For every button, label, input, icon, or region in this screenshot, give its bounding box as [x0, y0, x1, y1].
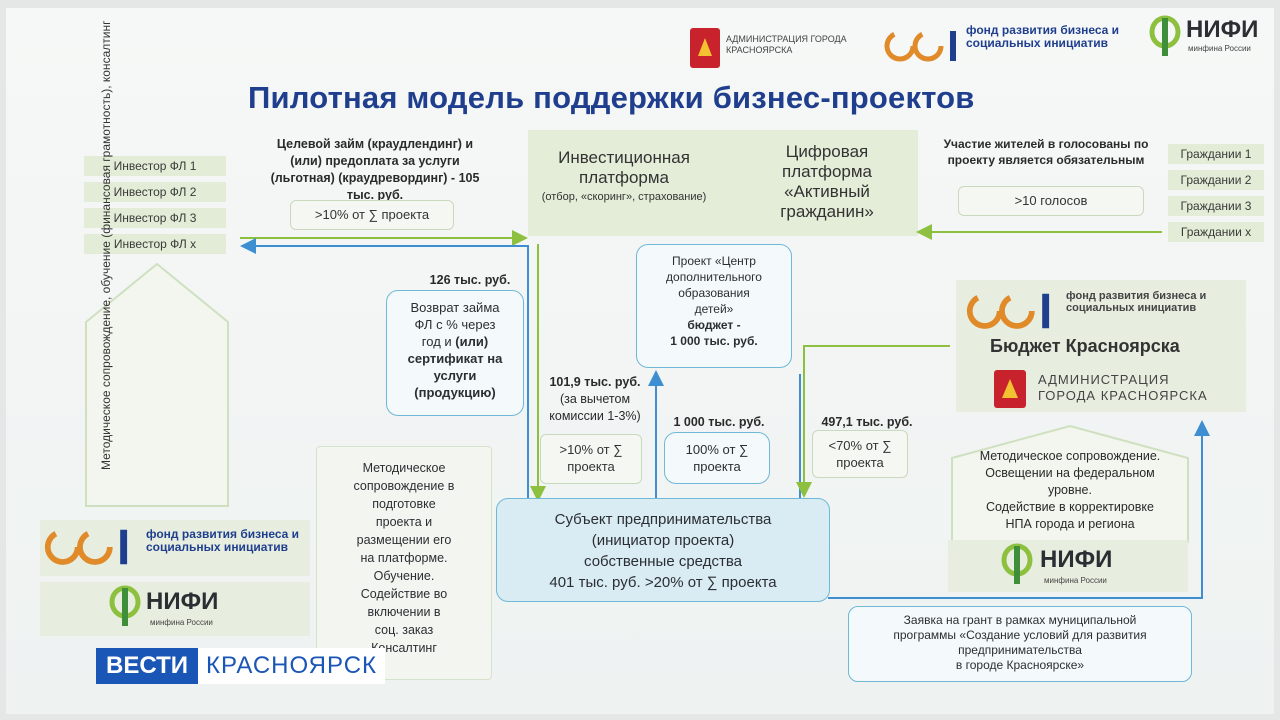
amount-497: 497,1 тыс. руб.: [821, 415, 913, 429]
return-amount: 126 тыс. руб.: [429, 273, 511, 287]
amount-1000: 1 000 тыс. руб.: [673, 415, 765, 429]
fund-logo-icon: [40, 524, 136, 575]
share-10-box: >10% от ∑ проекта: [540, 434, 642, 484]
entrepreneur-box: Субъект предпринимательства (инициатор п…: [496, 498, 830, 602]
budget-admin-text: АДМИНИСТРАЦИЯ ГОРОДА КРАСНОЯРСКА: [1038, 372, 1208, 403]
investment-platform: Инвестиционная платформа (отбор, «скорин…: [541, 148, 707, 203]
nifi-logo-sub: минфина России: [1188, 44, 1251, 53]
method-support-box: Методическое сопровождение в подготовке …: [316, 446, 492, 680]
nifi-logo-icon: [1000, 542, 1034, 591]
project-box: Проект «Центр дополнительного образовани…: [636, 244, 792, 368]
share-70-box: <70% от ∑ проекта: [812, 430, 908, 478]
grant-box: Заявка на грант в рамках муниципальной п…: [848, 606, 1192, 682]
nifi-logo-icon: [108, 584, 142, 633]
loan-share-box: >10% от ∑ проекта: [290, 200, 454, 230]
fund-logo-text: фонд развития бизнеса и социальных иници…: [146, 527, 300, 554]
platform-net-amount: 101,9 тыс. руб. (за вычетом комиссии 1-3…: [549, 375, 641, 423]
citizen-item: Граждании 2: [1168, 170, 1264, 190]
tv-region: КРАСНОЯРСК: [197, 648, 386, 684]
tv-channel-badge: ВЕСТИ КРАСНОЯРСК: [96, 648, 386, 684]
fund-logo-text: фонд развития бизнеса и социальных иници…: [966, 23, 1120, 50]
digital-platform: Цифровая платформа «Активный гражданин»: [780, 142, 874, 221]
return-box: Возврат займа ФЛ с % через год и (или) с…: [386, 290, 524, 416]
nifi-logo-icon: [1148, 14, 1182, 63]
left-house-shape: [85, 262, 229, 507]
fund-block: [40, 520, 310, 576]
budget-title: Бюджет Красноярска: [990, 336, 1180, 356]
nifi-logo-text: НИФИ: [1040, 546, 1113, 573]
krasnoyarsk-coat-of-arms-icon: [994, 370, 1026, 408]
loan-description: Целевой займ (краудлендинг) и (или) пред…: [270, 137, 480, 202]
nifi-block: [948, 540, 1188, 592]
nifi-logo-sub: минфина России: [150, 618, 213, 627]
left-house-text: Методическое сопровождение, обучение (фи…: [98, 21, 114, 470]
page-title: Пилотная модель поддержки бизнес-проекто…: [248, 80, 975, 115]
citizens-participation-text: Участие жителей в голосованы по проекту …: [943, 137, 1149, 167]
fund-logo-text: фонд развития бизнеса и социальных иници…: [1066, 290, 1207, 314]
investor-item: Инвестор ФЛ 1: [84, 156, 226, 176]
right-house-text: Методическое сопровождение. Освещении на…: [979, 449, 1161, 531]
investor-item: Инвестор ФЛ х: [84, 234, 226, 254]
right-house-shape: [951, 424, 1189, 543]
votes-box: >10 голосов: [958, 186, 1144, 216]
citizen-item: Граждании 1: [1168, 144, 1264, 164]
fund-logo-icon: [962, 288, 1058, 339]
investor-item: Инвестор ФЛ 3: [84, 208, 226, 228]
citizen-item: Граждании 3: [1168, 196, 1264, 216]
fund-logo-icon: [882, 26, 962, 71]
krasnoyarsk-coat-of-arms-icon: [690, 28, 720, 68]
admin-logo-text: АДМИНИСТРАЦИЯ ГОРОДА КРАСНОЯРСКА: [726, 34, 847, 55]
citizen-item: Граждании х: [1168, 222, 1264, 242]
nifi-logo-text: НИФИ: [146, 588, 219, 615]
nifi-logo-sub: минфина России: [1044, 576, 1107, 585]
platforms-background: [528, 130, 918, 236]
nifi-logo-text: НИФИ: [1186, 16, 1259, 43]
investor-item: Инвестор ФЛ 2: [84, 182, 226, 202]
nifi-block: [40, 582, 310, 636]
tv-brand: ВЕСТИ: [96, 648, 198, 684]
share-100-box: 100% от ∑ проекта: [664, 432, 770, 484]
